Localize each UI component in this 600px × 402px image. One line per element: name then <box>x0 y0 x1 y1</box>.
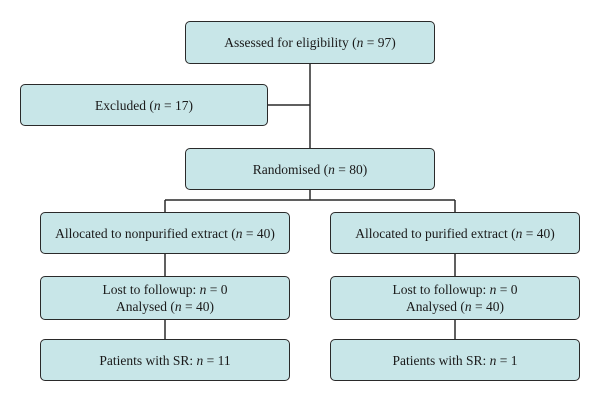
right-sr-box: Patients with SR: n = 1 <box>330 339 580 381</box>
randomised-text: Randomised (n = 80) <box>252 161 368 177</box>
right-lost-text: Lost to followup: n = 0 <box>392 282 518 297</box>
left-followup-box: Lost to followup: n = 0 Analysed (n = 40… <box>40 276 290 320</box>
left-analysed-text: Analysed (n = 40) <box>116 299 214 314</box>
eligibility-box: Assessed for eligibility (n = 97) <box>185 21 435 64</box>
left-lost-text: Lost to followup: n = 0 <box>102 282 228 297</box>
right-analysed-text: Analysed (n = 40) <box>406 299 504 314</box>
excluded-box: Excluded (n = 17) <box>20 84 268 126</box>
right-allocated-box: Allocated to purified extract (n = 40) <box>330 212 580 254</box>
left-allocated-box: Allocated to nonpurified extract (n = 40… <box>40 212 290 254</box>
right-allocated-text: Allocated to purified extract (n = 40) <box>355 225 555 241</box>
excluded-text: Excluded (n = 17) <box>95 97 193 113</box>
left-allocated-text: Allocated to nonpurified extract (n = 40… <box>55 225 275 241</box>
randomised-box: Randomised (n = 80) <box>185 148 435 190</box>
right-sr-text: Patients with SR: n = 1 <box>392 352 518 368</box>
left-sr-text: Patients with SR: n = 11 <box>99 352 231 368</box>
eligibility-text: Assessed for eligibility (n = 97) <box>224 35 396 50</box>
left-sr-box: Patients with SR: n = 11 <box>40 339 290 381</box>
right-followup-box: Lost to followup: n = 0 Analysed (n = 40… <box>330 276 580 320</box>
